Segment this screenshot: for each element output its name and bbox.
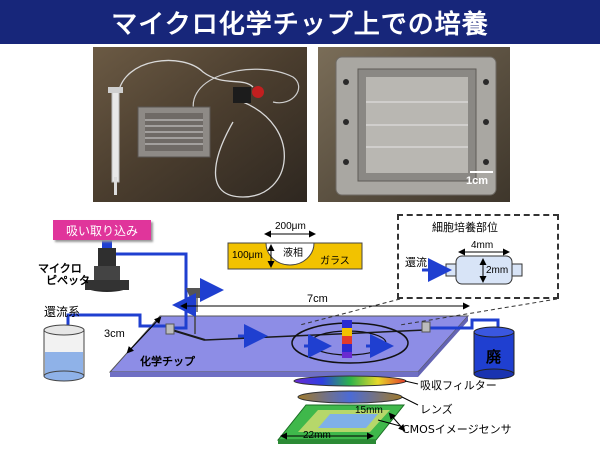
cell-site-drawing xyxy=(422,248,523,285)
cross-section-inset xyxy=(227,230,363,270)
absorption-filter-label: 吸収フィルター xyxy=(420,379,497,392)
reflux-system-label: 還流系 xyxy=(44,305,81,319)
photo-setup xyxy=(93,47,307,202)
waste-label: 廃 xyxy=(486,348,502,366)
liquid-phase-label: 液相 xyxy=(283,248,303,259)
size-2mm-label: 2mm xyxy=(486,265,509,276)
chip-side xyxy=(418,316,468,377)
micropipette-label-2: ピペッタ xyxy=(46,274,90,287)
chip-label: 化学チップ xyxy=(140,355,195,368)
suction-label: 吸い取り込み xyxy=(53,220,151,240)
glass-label: ガラス xyxy=(320,256,350,267)
micropipette-label-1: マイクロ xyxy=(38,262,82,275)
title-bar: マイクロ化学チップ上での培養 xyxy=(0,0,600,44)
sensor-22mm-label: 22mm xyxy=(303,430,331,441)
lens-label: レンズ xyxy=(420,403,453,416)
cell-culture-site-box xyxy=(397,214,559,299)
cross-200um-label: 200μm xyxy=(275,221,306,232)
reflux-label: 還流 xyxy=(405,256,427,269)
photo-closeup-drawing xyxy=(318,47,510,202)
width-3cm-label: 3cm xyxy=(104,328,125,340)
photo-setup-drawing xyxy=(93,47,307,202)
photo-closeup: 1cm xyxy=(318,47,510,202)
sensor-15mm-label: 15mm xyxy=(355,405,383,416)
chamber-color-strip xyxy=(342,320,352,358)
cell-culture-site-label: 細胞培養部位 xyxy=(432,221,498,234)
scale-1cm-label: 1cm xyxy=(466,175,489,187)
length-7cm-label: 7cm xyxy=(307,293,328,305)
cmos-sensor xyxy=(276,404,406,444)
absorption-filter xyxy=(293,375,407,387)
tube-chip-to-waste xyxy=(426,318,500,330)
waste-beaker xyxy=(473,326,515,380)
micropipette xyxy=(85,240,129,292)
reflux-beaker xyxy=(43,324,85,382)
size-4mm-label: 4mm xyxy=(471,240,494,251)
cross-100um-label: 100μm xyxy=(232,250,263,261)
cmos-sensor-label: CMOSイメージセンサ xyxy=(402,423,512,436)
lens xyxy=(297,390,403,404)
page-title: マイクロ化学チップ上での培養 xyxy=(111,9,489,40)
